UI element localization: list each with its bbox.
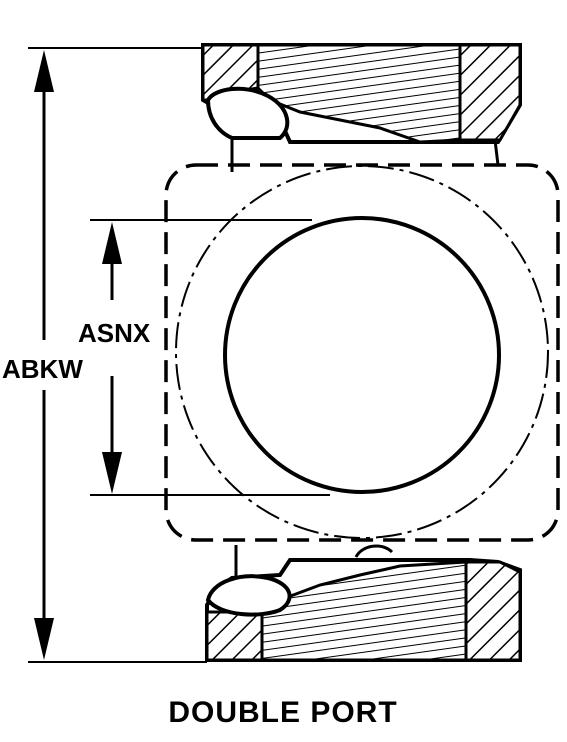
body-centre-circle [175,165,549,539]
bottom-port-thread [260,560,468,662]
bottom-port-seal [205,574,292,617]
figure-caption: DOUBLE PORT [168,696,397,729]
bottom-port-right-wall [464,560,522,662]
bottom-port [205,544,522,662]
bottom-port-left-wall [205,610,264,662]
top-port [201,43,522,172]
abkw-dimension-line [34,50,54,660]
abkw-label: ABKW [2,354,83,384]
bore-circle [223,216,501,494]
top-port-right-wall [458,43,522,142]
asnx-dimension-line [102,222,122,494]
asnx-label: ASNX [78,318,151,348]
body-hidden-outline [164,163,560,542]
top-port-seal [205,86,290,140]
